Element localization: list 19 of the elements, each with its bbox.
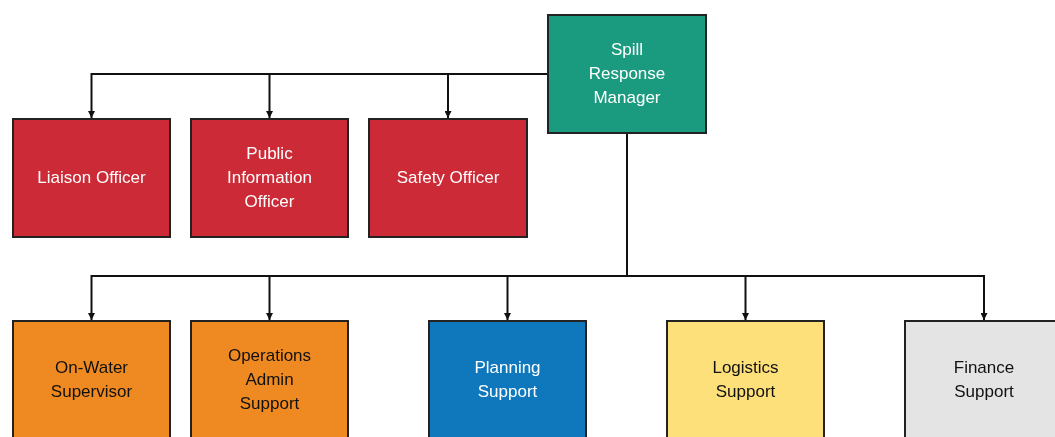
- role-box: [547, 14, 707, 134]
- role-title: Planning Support: [473, 356, 542, 403]
- role-title: Spill Response Manager: [587, 39, 667, 109]
- role-box: [12, 320, 171, 437]
- role-title: Logistics Support: [711, 356, 780, 403]
- role-title: On-Water Supervisor: [49, 356, 134, 403]
- role-box: [666, 320, 825, 437]
- role-box: [12, 118, 171, 238]
- role-box: [368, 118, 528, 238]
- connector-arrow: [444, 73, 548, 119]
- role-title: Public Information Officer: [225, 143, 313, 213]
- role-title: Liaison Officer: [36, 167, 147, 189]
- role-box: [428, 320, 587, 437]
- role-title: Finance Support: [952, 356, 1016, 403]
- role-box: [904, 320, 1055, 437]
- role-box: [190, 118, 349, 238]
- role-title: Operations Admin Support: [226, 344, 313, 415]
- role-title: Safety Officer: [395, 167, 501, 189]
- role-box: [190, 320, 349, 437]
